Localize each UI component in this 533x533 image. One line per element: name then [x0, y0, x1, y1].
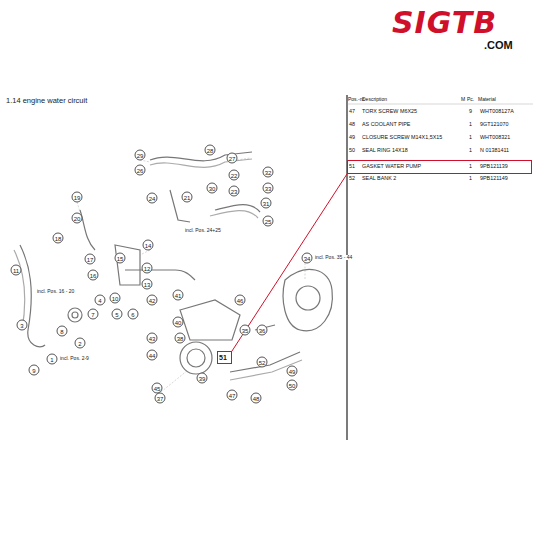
table-cell: 49 — [349, 135, 355, 140]
table-cell: 1 — [469, 164, 472, 169]
callout-number: 7 — [88, 309, 99, 320]
callout-number: 51 — [219, 354, 227, 361]
table-cell: 9PB121149 — [480, 176, 508, 181]
table-cell: 1 — [469, 135, 472, 140]
callout-number: 52 — [257, 357, 268, 368]
callout-number: 36 — [257, 325, 268, 336]
callout-number: 10 — [110, 293, 121, 304]
table-cell: WHT008127A — [480, 109, 514, 114]
callout-number: 31 — [261, 198, 272, 209]
callout-number: 15 — [115, 253, 126, 264]
table-cell: 51 — [349, 164, 355, 169]
table-cell: 1 — [469, 148, 472, 153]
table-cell: N 01381411 — [480, 148, 509, 153]
table-cell: WHT008321 — [480, 135, 510, 140]
table-cell: 50 — [349, 148, 355, 153]
callout-number: 4 — [95, 295, 106, 306]
table-cell: 47 — [349, 109, 355, 114]
callout-number: 23 — [229, 186, 240, 197]
table-header: M — [461, 97, 465, 102]
callout-number: 34 — [302, 253, 313, 264]
callout-number: 42 — [147, 295, 158, 306]
callout-number: 9 — [29, 365, 40, 376]
callout-number: 47 — [227, 390, 238, 401]
table-cell: GASKET WATER PUMP — [362, 164, 421, 169]
table-cell: 1 — [469, 176, 472, 181]
callout-number: 48 — [251, 393, 262, 404]
brand-domain: .COM — [484, 40, 513, 51]
callout-number: 27 — [227, 153, 238, 164]
table-cell: SEAL BANK 2 — [362, 176, 396, 181]
callout-number: 17 — [85, 254, 96, 265]
table-cell: CLOSURE SCREW M14X1,5X15 — [362, 135, 442, 140]
callout-number: 5 — [112, 309, 123, 320]
callout-number: 29 — [135, 150, 146, 161]
callout-number: 38 — [175, 333, 186, 344]
callout-number: 46 — [235, 295, 246, 306]
callout-number: 39 — [197, 373, 208, 384]
table-cell: 1 — [469, 122, 472, 127]
note-text: incl. Pos. 16 - 20 — [36, 289, 75, 294]
callout-number: 13 — [142, 279, 153, 290]
diagram-title: 1.14 engine water circuit — [6, 97, 87, 105]
table-cell: 9PB121139 — [480, 164, 508, 169]
callout-number: 26 — [135, 165, 146, 176]
highlight-callout: 51 — [217, 351, 232, 364]
leader-line — [232, 174, 347, 351]
callout-number: 50 — [287, 380, 298, 391]
callout-number: 6 — [128, 309, 139, 320]
callout-number: 49 — [287, 366, 298, 377]
callout-number: 35 — [240, 325, 251, 336]
callout-number: 25 — [263, 216, 274, 227]
callout-number: 1 — [47, 354, 58, 365]
callout-number: 8 — [57, 326, 68, 337]
callout-number: 43 — [147, 333, 158, 344]
callout-number: 30 — [207, 183, 218, 194]
callout-number: 21 — [182, 192, 193, 203]
callout-number: 22 — [229, 170, 240, 181]
callout-number: 33 — [263, 183, 274, 194]
callout-number: 14 — [143, 240, 154, 251]
note-text: incl. Pos. 2-9 — [59, 356, 90, 361]
table-cell: 9 — [469, 109, 472, 114]
callout-number: 3 — [17, 320, 28, 331]
note-text: incl. Pos. 24+25 — [184, 228, 222, 233]
callout-number: 32 — [263, 167, 274, 178]
callout-number: 44 — [147, 350, 158, 361]
table-cell: AS COOLANT PIPE — [362, 122, 410, 127]
callout-number: 40 — [173, 317, 184, 328]
highlight-row: 51 GASKET WATER PUMP 1 9PB121139 — [347, 160, 532, 174]
callout-number: 19 — [72, 192, 83, 203]
table-cell: 52 — [349, 176, 355, 181]
note-text: incl. Pos. 35 - 44 — [314, 255, 353, 260]
callout-number: 11 — [11, 265, 22, 276]
callout-number: 37 — [155, 393, 166, 404]
table-cell: 9GT121070 — [480, 122, 508, 127]
callout-number: 24 — [147, 193, 158, 204]
table-header: Description — [362, 97, 387, 102]
callout-number: 41 — [173, 290, 184, 301]
callout-number: 12 — [142, 263, 153, 274]
callout-number: 18 — [53, 233, 64, 244]
table-cell: TORX SCREW M6X25 — [362, 109, 417, 114]
table-cell: SEAL RING 14X18 — [362, 148, 408, 153]
callout-number: 16 — [88, 270, 99, 281]
table-header: Pc. — [467, 97, 474, 102]
callout-number: 2 — [75, 338, 86, 349]
brand-logo: SIGTB — [392, 8, 497, 38]
table-cell: 48 — [349, 122, 355, 127]
callout-number: 28 — [205, 145, 216, 156]
callout-number: 20 — [72, 213, 83, 224]
table-header: Material — [478, 97, 496, 102]
